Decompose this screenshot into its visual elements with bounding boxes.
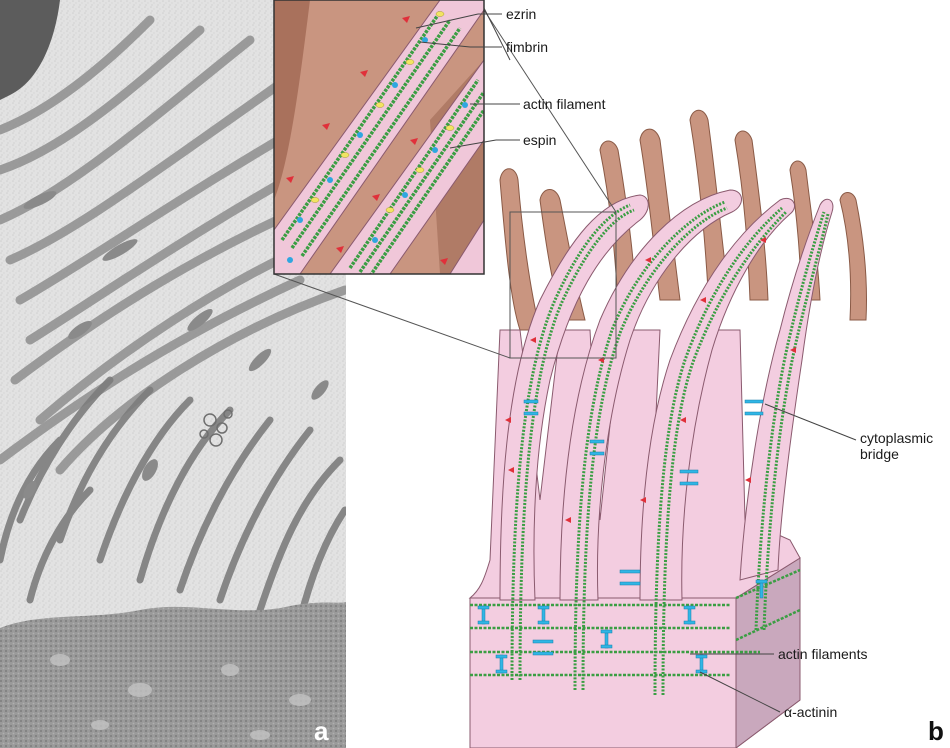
label-cytoplasmic-bridge-line1: cytoplasmic bbox=[860, 430, 934, 446]
label-ezrin: ezrin bbox=[506, 6, 537, 22]
panel-letter-a: a bbox=[314, 716, 329, 746]
label-actin-filament: actin filament bbox=[523, 96, 606, 112]
inset-magnified-view bbox=[273, 0, 485, 275]
panel-letter-b: b bbox=[928, 716, 944, 746]
label-fimbrin: fimbrin bbox=[506, 39, 549, 55]
label-espin: espin bbox=[523, 132, 557, 148]
label-actin-filaments: actin filaments bbox=[778, 646, 868, 662]
leader-lines bbox=[415, 7, 857, 713]
label-alpha-actinin: α-actinin bbox=[784, 704, 838, 720]
label-cytoplasmic-bridge-line2: bridge bbox=[860, 446, 899, 462]
schematic-panel-b bbox=[273, 9, 868, 748]
